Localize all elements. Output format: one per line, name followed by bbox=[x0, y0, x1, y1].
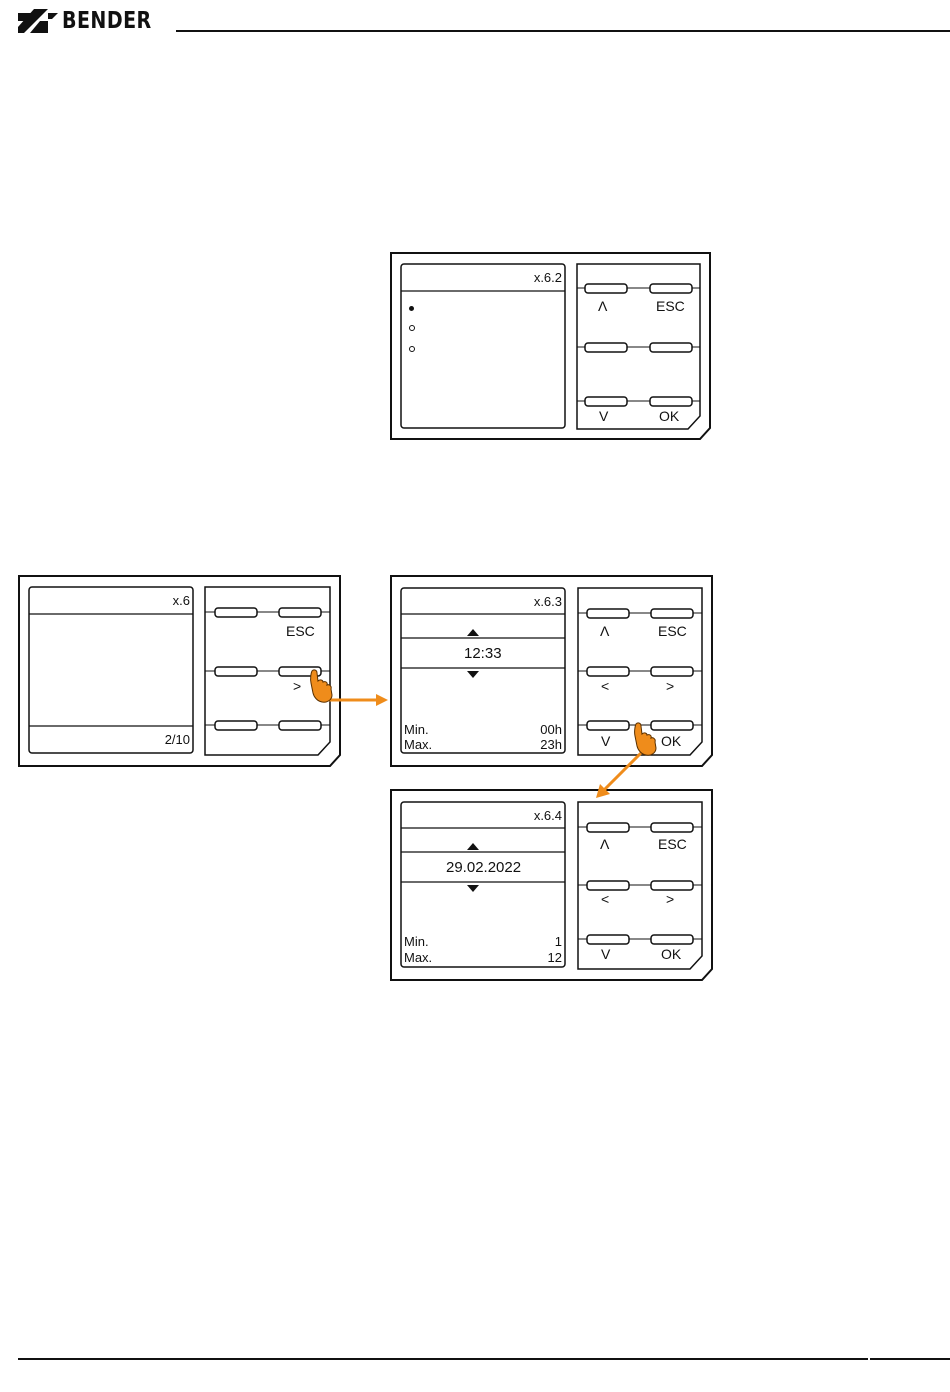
esc-button[interactable] bbox=[650, 822, 694, 833]
max-label: Max. bbox=[404, 738, 432, 751]
option-3-radio[interactable] bbox=[409, 346, 415, 352]
option-2-radio[interactable] bbox=[409, 325, 415, 331]
max-label: Max. bbox=[404, 951, 432, 964]
ok-button[interactable] bbox=[650, 934, 694, 945]
esc-label: ESC bbox=[658, 624, 687, 638]
device-time: x.6.3 12:33 Min. 00h Max. 23h Λ ESC < > … bbox=[390, 575, 714, 767]
device-date: x.6.4 29.02.2022 Min. 1 Max. 12 Λ ESC < … bbox=[390, 789, 714, 981]
right-label: > bbox=[666, 892, 674, 906]
max-value: 12 bbox=[548, 951, 562, 964]
left-button[interactable] bbox=[586, 666, 630, 677]
time-value: 12:33 bbox=[464, 646, 502, 661]
decrease-arrow-icon bbox=[467, 885, 479, 892]
header-rule bbox=[176, 30, 950, 32]
up-button[interactable] bbox=[586, 822, 630, 833]
ok-button[interactable] bbox=[649, 396, 693, 407]
increase-arrow-icon bbox=[467, 629, 479, 636]
option-1-radio[interactable] bbox=[409, 306, 414, 311]
screen-id: x.6.4 bbox=[534, 809, 562, 822]
min-value: 1 bbox=[555, 935, 562, 948]
down-button[interactable] bbox=[584, 396, 628, 407]
mid-left-button[interactable] bbox=[584, 342, 628, 353]
footer-rule-gap bbox=[868, 1358, 870, 1364]
esc-button[interactable] bbox=[649, 283, 693, 294]
footer-rule bbox=[18, 1358, 950, 1360]
bottom-left-button[interactable] bbox=[214, 720, 258, 731]
ok-label: OK bbox=[661, 947, 681, 961]
brand-name: BENDER bbox=[62, 8, 152, 34]
right-label: > bbox=[293, 679, 301, 693]
down-button[interactable] bbox=[586, 934, 630, 945]
down-label: V bbox=[601, 947, 610, 961]
mid-left-button[interactable] bbox=[214, 666, 258, 677]
right-label: > bbox=[666, 679, 674, 693]
date-value: 29.02.2022 bbox=[446, 860, 521, 875]
screen-id: x.6.3 bbox=[534, 595, 562, 608]
max-value: 23h bbox=[540, 738, 562, 751]
down-label: V bbox=[599, 409, 608, 423]
left-button[interactable] bbox=[586, 880, 630, 891]
left-label: < bbox=[601, 892, 609, 906]
top-left-button[interactable] bbox=[214, 607, 258, 618]
increase-arrow-icon bbox=[467, 843, 479, 850]
bottom-right-button[interactable] bbox=[278, 720, 322, 731]
esc-label: ESC bbox=[286, 624, 315, 638]
device-top: x.6.2 Λ ESC V OK bbox=[390, 252, 712, 440]
ok-label: OK bbox=[661, 734, 681, 748]
decrease-arrow-icon bbox=[467, 671, 479, 678]
up-button[interactable] bbox=[584, 283, 628, 294]
min-label: Min. bbox=[404, 935, 429, 948]
left-label: < bbox=[601, 679, 609, 693]
bender-lightning-logo-icon bbox=[18, 9, 58, 33]
brand-logo: BENDER bbox=[18, 6, 159, 36]
min-value: 00h bbox=[540, 723, 562, 736]
right-button[interactable] bbox=[650, 880, 694, 891]
up-label: Λ bbox=[598, 299, 607, 313]
esc-button[interactable] bbox=[650, 608, 694, 619]
ok-button[interactable] bbox=[650, 720, 694, 731]
mid-right-button[interactable] bbox=[649, 342, 693, 353]
screen-id: x.6 bbox=[173, 594, 190, 607]
up-label: Λ bbox=[600, 837, 609, 851]
esc-button[interactable] bbox=[278, 607, 322, 618]
ok-label: OK bbox=[659, 409, 679, 423]
down-button[interactable] bbox=[586, 720, 630, 731]
min-label: Min. bbox=[404, 723, 429, 736]
down-label: V bbox=[601, 734, 610, 748]
right-button[interactable] bbox=[278, 666, 322, 677]
right-button[interactable] bbox=[650, 666, 694, 677]
up-label: Λ bbox=[600, 624, 609, 638]
device-menu: x.6 2/10 ESC > bbox=[18, 575, 342, 767]
up-button[interactable] bbox=[586, 608, 630, 619]
page-indicator: 2/10 bbox=[165, 733, 190, 746]
esc-label: ESC bbox=[656, 299, 685, 313]
esc-label: ESC bbox=[658, 837, 687, 851]
screen-id: x.6.2 bbox=[534, 271, 562, 284]
